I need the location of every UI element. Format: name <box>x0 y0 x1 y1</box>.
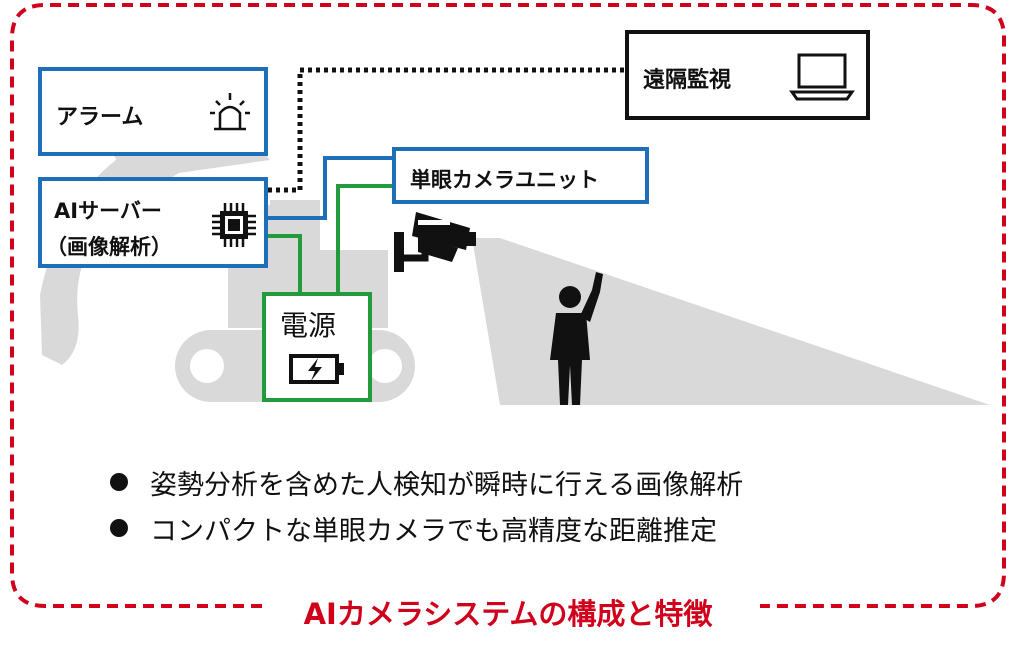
connector-server-power-green <box>268 234 302 292</box>
security-camera-icon <box>394 212 476 272</box>
bullet-dot-icon <box>110 519 128 537</box>
figure-caption: AIカメラシステムの構成と特徴 <box>0 591 1016 633</box>
bullet-dot-icon <box>110 473 128 491</box>
excavator-track-wheels <box>190 349 402 383</box>
feature-bullet-1-text: 姿勢分析を含めた人検知が瞬時に行える画像解析 <box>150 470 744 501</box>
power-box: 電源 <box>262 292 372 402</box>
power-label: 電源 <box>280 309 337 342</box>
alarm-label: アラーム <box>56 105 144 130</box>
ai-server-label-line2: （画像解析） <box>46 235 172 259</box>
outer-dashed-frame <box>10 3 1006 608</box>
ai-server-label-line1: AIサーバー <box>54 199 162 223</box>
remote-monitoring-box: 遠隔監視 <box>625 30 870 120</box>
person-raising-hand-icon <box>550 272 603 405</box>
ai-server-box: AIサーバー （画像解析） <box>38 177 268 268</box>
camera-unit-box: 単眼カメラユニット <box>392 147 649 204</box>
cpu-chip-icon <box>212 203 256 247</box>
feature-bullet-2: コンパクトな単眼カメラでも高精度な距離推定 <box>110 509 717 548</box>
battery-charging-icon <box>289 354 344 384</box>
laptop-icon <box>789 53 855 101</box>
camera-view-area <box>472 238 990 405</box>
camera-unit-label: 単眼カメラユニット <box>410 168 599 192</box>
connector-server-remote-dotted <box>268 67 625 193</box>
remote-monitoring-label: 遠隔監視 <box>643 68 732 93</box>
alarm-box: アラーム <box>38 67 268 156</box>
alarm-light-icon <box>210 93 250 131</box>
feature-bullet-2-text: コンパクトな単眼カメラでも高精度な距離推定 <box>150 516 717 547</box>
feature-bullet-1: 姿勢分析を含めた人検知が瞬時に行える画像解析 <box>110 463 743 502</box>
connector-power-camera-green <box>336 184 392 292</box>
figure-caption-text: AIカメラシステムの構成と特徴 <box>291 597 725 631</box>
connector-server-camera-blue <box>268 156 392 220</box>
